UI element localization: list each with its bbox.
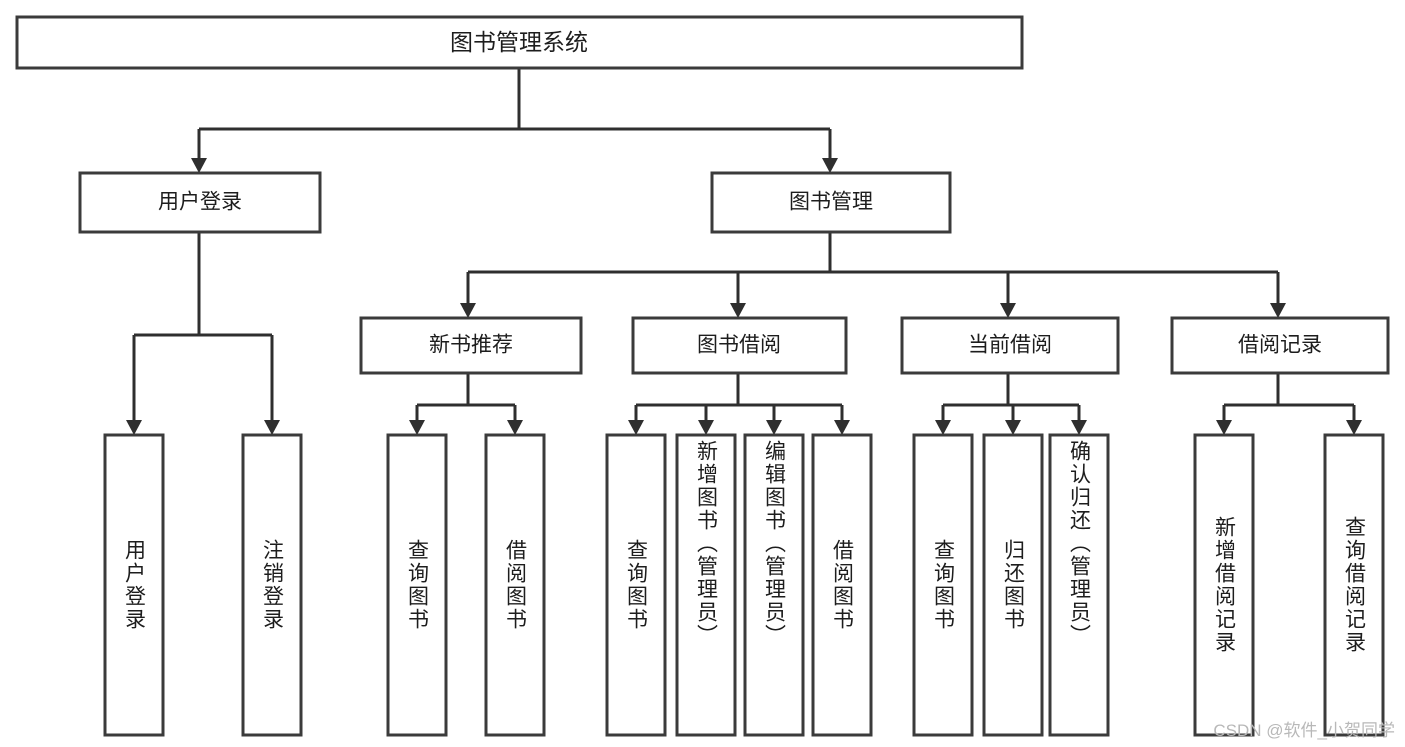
connector-group-root-to-level2	[191, 68, 838, 173]
node-leaf-confirm-return-box[interactable]	[1048, 433, 1110, 737]
connector-group-new-book-rec-to-leaves	[409, 373, 523, 435]
connector-group-user-login-to-leaves	[126, 232, 280, 435]
node-user-login-label: 用户登录	[158, 191, 242, 214]
connector-group-book-borrow-to-leaves	[628, 373, 850, 435]
node-book-manage[interactable]: 图书管理	[710, 171, 952, 234]
node-leaf-logout-box[interactable]	[241, 433, 303, 737]
node-leaf-add-record-box[interactable]	[1193, 433, 1255, 737]
node-root-label: 图书管理系统	[450, 29, 588, 55]
node-user-login[interactable]: 用户登录	[78, 171, 322, 234]
csdn-watermark: CSDN @软件_小贺同学	[1213, 721, 1395, 740]
node-root-box[interactable]	[15, 15, 1024, 70]
node-leaf-borrow-book-2-box[interactable]	[811, 433, 873, 737]
node-leaf-query-book-2-box[interactable]	[605, 433, 667, 737]
node-current-borrow-label: 当前借阅	[968, 334, 1052, 357]
arrowhead-book-borrow	[730, 303, 746, 318]
node-leaf-add-book-box[interactable]	[675, 433, 737, 737]
node-book-manage-label: 图书管理	[789, 191, 873, 214]
node-borrow-record[interactable]: 借阅记录	[1170, 316, 1390, 375]
node-root[interactable]: 图书管理系统	[15, 15, 1024, 70]
arrowhead-new-book-rec	[460, 303, 476, 318]
node-book-borrow[interactable]: 图书借阅	[631, 316, 848, 375]
leaf-boxes-group	[103, 433, 1385, 737]
arrowhead-leaf-user-login	[126, 420, 142, 435]
arrowhead-leaf-query-book-1	[409, 420, 425, 435]
arrowhead-current-borrow	[1000, 303, 1016, 318]
node-borrow-record-label: 借阅记录	[1238, 334, 1322, 357]
node-leaf-query-book-3-box[interactable]	[912, 433, 974, 737]
node-book-manage-box[interactable]	[710, 171, 952, 234]
arrowhead-leaf-edit-book	[766, 420, 782, 435]
node-new-book-rec-label: 新书推荐	[429, 334, 513, 357]
node-leaf-return-book-box[interactable]	[982, 433, 1044, 737]
node-new-book-rec-box[interactable]	[359, 316, 583, 375]
node-book-borrow-label: 图书借阅	[697, 334, 781, 357]
arrowhead-leaf-logout	[264, 420, 280, 435]
arrowhead-leaf-query-book-2	[628, 420, 644, 435]
node-borrow-record-box[interactable]	[1170, 316, 1390, 375]
arrowhead-leaf-borrow-book-1	[507, 420, 523, 435]
arrowhead-book-manage	[822, 158, 838, 173]
node-current-borrow[interactable]: 当前借阅	[900, 316, 1120, 375]
arrowhead-leaf-add-book	[698, 420, 714, 435]
arrowhead-leaf-query-book-3	[935, 420, 951, 435]
node-book-borrow-box[interactable]	[631, 316, 848, 375]
node-leaf-user-login-box[interactable]	[103, 433, 165, 737]
arrowhead-borrow-record	[1270, 303, 1286, 318]
node-leaf-borrow-book-1-box[interactable]	[484, 433, 546, 737]
connector-group-book-manage-to-level3	[460, 232, 1286, 318]
arrowhead-user-login	[191, 158, 207, 173]
connector-group-current-borrow-to-leaves	[935, 373, 1087, 435]
connector-group-borrow-record-to-leaves	[1216, 373, 1362, 435]
arrowhead-leaf-return-book	[1005, 420, 1021, 435]
node-leaf-query-record-box[interactable]	[1323, 433, 1385, 737]
arrowhead-leaf-query-record	[1346, 420, 1362, 435]
arrowhead-leaf-add-record	[1216, 420, 1232, 435]
node-user-login-box[interactable]	[78, 171, 322, 234]
arrowhead-leaf-confirm-return	[1071, 420, 1087, 435]
node-current-borrow-box[interactable]	[900, 316, 1120, 375]
node-leaf-edit-book-box[interactable]	[743, 433, 805, 737]
arrowhead-leaf-borrow-book-2	[834, 420, 850, 435]
node-leaf-query-book-1-box[interactable]	[386, 433, 448, 737]
node-new-book-rec[interactable]: 新书推荐	[359, 316, 583, 375]
